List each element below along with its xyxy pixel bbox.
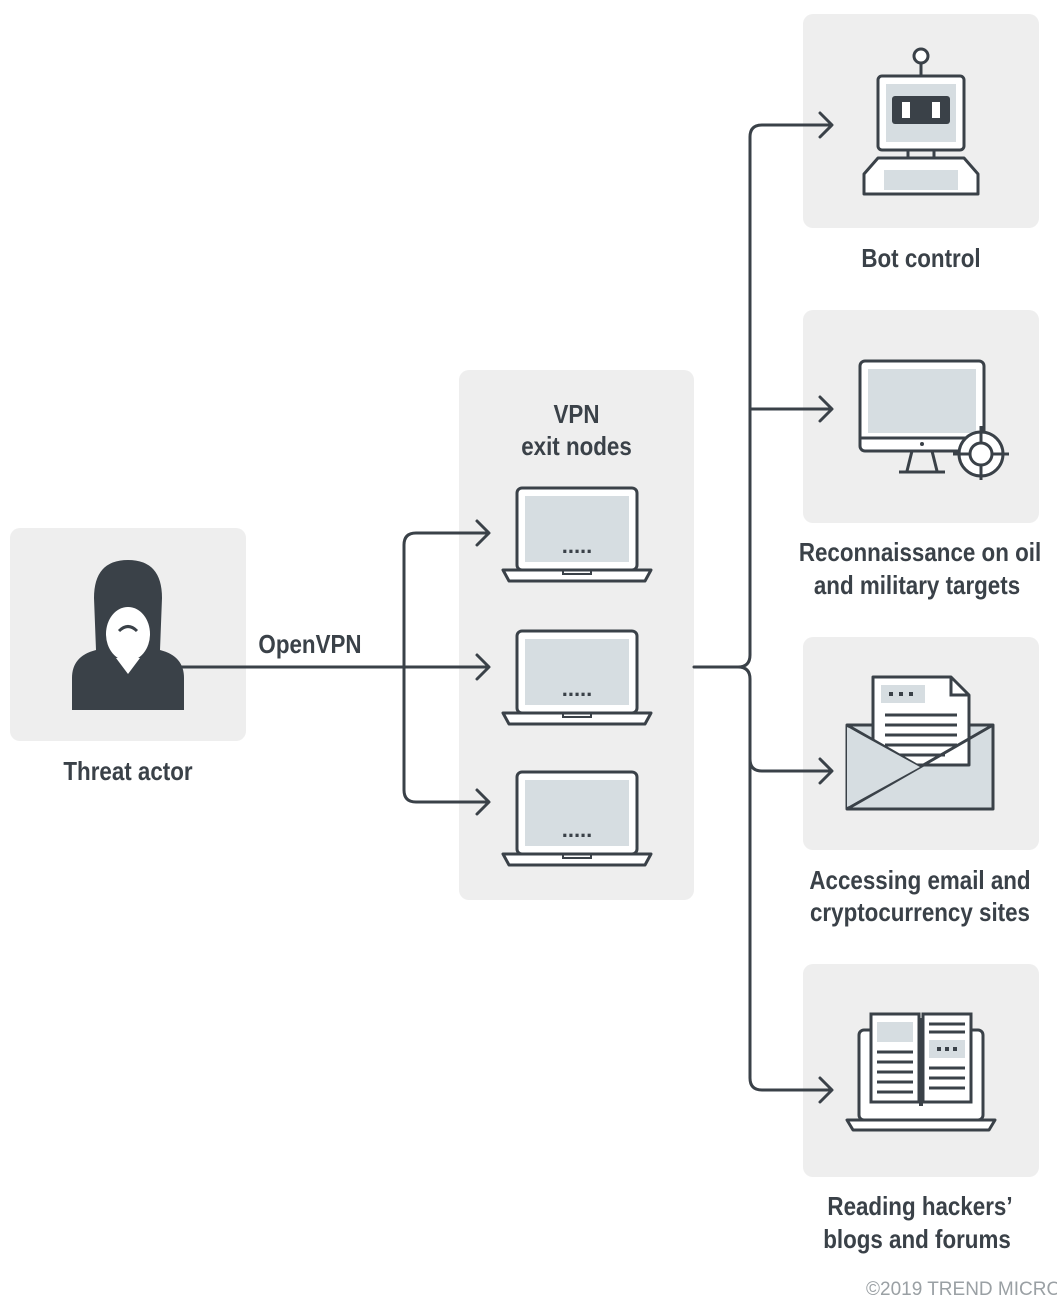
- laptop-icon: .....: [501, 629, 653, 726]
- recon-label-line2: and military targets: [813, 570, 1021, 600]
- arrowhead-laptop-1: [475, 519, 491, 547]
- laptop-screen-dots: .....: [562, 533, 593, 558]
- arrowhead-laptop-2: [475, 653, 491, 681]
- email-label-line2: cryptocurrency sites: [810, 897, 1030, 927]
- branch-to-blogs: [748, 757, 832, 1092]
- arrowhead-laptop-3: [475, 788, 491, 816]
- openvpn-label: OpenVPN: [258, 629, 362, 659]
- email-label-line1: Accessing email and: [809, 865, 1031, 895]
- monitor-target-icon: [858, 359, 1009, 480]
- vpn-title-line2: exit nodes: [521, 431, 632, 461]
- laptop-icon: .....: [501, 486, 653, 583]
- envelope-document-icon: [845, 675, 995, 811]
- blogs-label-line1: Reading hackers’: [827, 1191, 1013, 1221]
- recon-label-line1: Reconnaissance on oil: [798, 537, 1042, 567]
- branch-to-laptop-1: [402, 531, 488, 669]
- laptop-screen-dots: .....: [562, 817, 593, 842]
- arrowhead-recon: [818, 395, 834, 423]
- laptop-icon: .....: [501, 770, 653, 867]
- robot-icon: [862, 47, 980, 196]
- laptop-screen-dots: .....: [562, 676, 593, 701]
- vpn-title-line1: VPN: [553, 399, 600, 429]
- branch-to-email: [736, 665, 832, 773]
- arrowhead-blogs: [818, 1076, 834, 1104]
- copyright-notice: ©2019 TREND MICRO: [866, 1279, 1057, 1300]
- hooded-person-icon: [72, 560, 184, 710]
- bot-control-label: Bot control: [861, 243, 981, 273]
- arrowhead-bot: [818, 111, 834, 139]
- laptop-book-icon: [845, 1012, 997, 1132]
- threat-actor-label: Threat actor: [63, 756, 193, 786]
- blogs-label-line2: blogs and forums: [823, 1224, 1011, 1254]
- branch-to-laptop-3: [402, 665, 488, 804]
- arrowhead-email: [818, 757, 834, 785]
